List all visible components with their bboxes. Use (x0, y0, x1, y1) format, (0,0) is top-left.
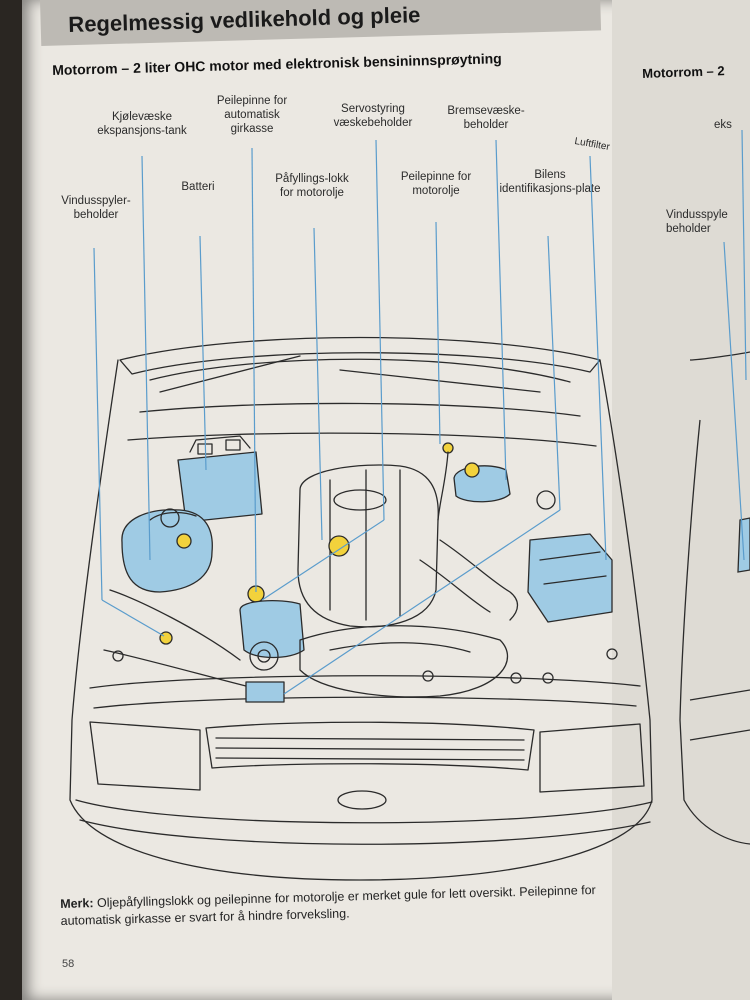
label-washer-reservoir: Vindusspyler-beholder (61, 195, 131, 221)
headlamp-left-icon (89, 721, 201, 791)
wiper-left-icon (159, 355, 301, 393)
wiper-right-icon (339, 369, 541, 393)
washer-cap-icon (159, 631, 173, 645)
label-brake-fluid: Bremsevæske-beholder (447, 105, 525, 131)
page-number: 58 (62, 958, 75, 970)
brake-fluid-reservoir-icon (453, 462, 511, 503)
leader-auto-trans (251, 147, 257, 593)
leader-coolant (141, 155, 151, 561)
engine-block-icon (297, 464, 439, 628)
label-oil-filler-cap: Påfyllings-lokk for motorolje (275, 173, 349, 199)
leader-oil-cap (313, 227, 323, 541)
hood-outline (119, 336, 601, 375)
leader-vin (547, 235, 561, 511)
label-right-washer: Vindusspyle beholder (666, 209, 728, 235)
leader-brake (495, 139, 507, 481)
leader-oil-dipstick (435, 221, 441, 445)
right-page (612, 0, 750, 1000)
car-body-outline (69, 359, 653, 881)
headlamp-right-icon (539, 723, 645, 793)
vin-plate-icon (245, 681, 285, 703)
label-battery: Batteri (181, 181, 215, 193)
ford-badge-icon (337, 790, 387, 810)
leader-power-steering (375, 139, 385, 521)
leader-washer (93, 247, 103, 601)
alternator-icon (239, 600, 305, 671)
battery-icon (177, 435, 263, 523)
label-auto-trans-dipstick: Peilepinne for automatisk girkasse (216, 95, 288, 135)
oil-filler-cap-icon (328, 535, 350, 557)
air-filter-box-icon (527, 533, 613, 623)
label-coolant-tank: Kjølevæske ekspansjons-tank (97, 111, 187, 137)
radiator-grille-icon (205, 721, 535, 771)
label-right-eks: eks (714, 119, 732, 131)
leader-battery (199, 235, 207, 471)
leader-lines (93, 139, 607, 695)
coolant-tank-icon (121, 509, 213, 593)
label-oil-dipstick: Peilepinne for motorolje (400, 171, 472, 197)
label-power-steering: Servostyring væskebeholder (333, 103, 413, 129)
front-bumper-outline (75, 799, 653, 824)
leader-air-filter (589, 155, 607, 561)
note-prefix: Merk: (60, 896, 94, 911)
label-vin-plate: Bilens identifikasjons-plate (499, 169, 601, 195)
